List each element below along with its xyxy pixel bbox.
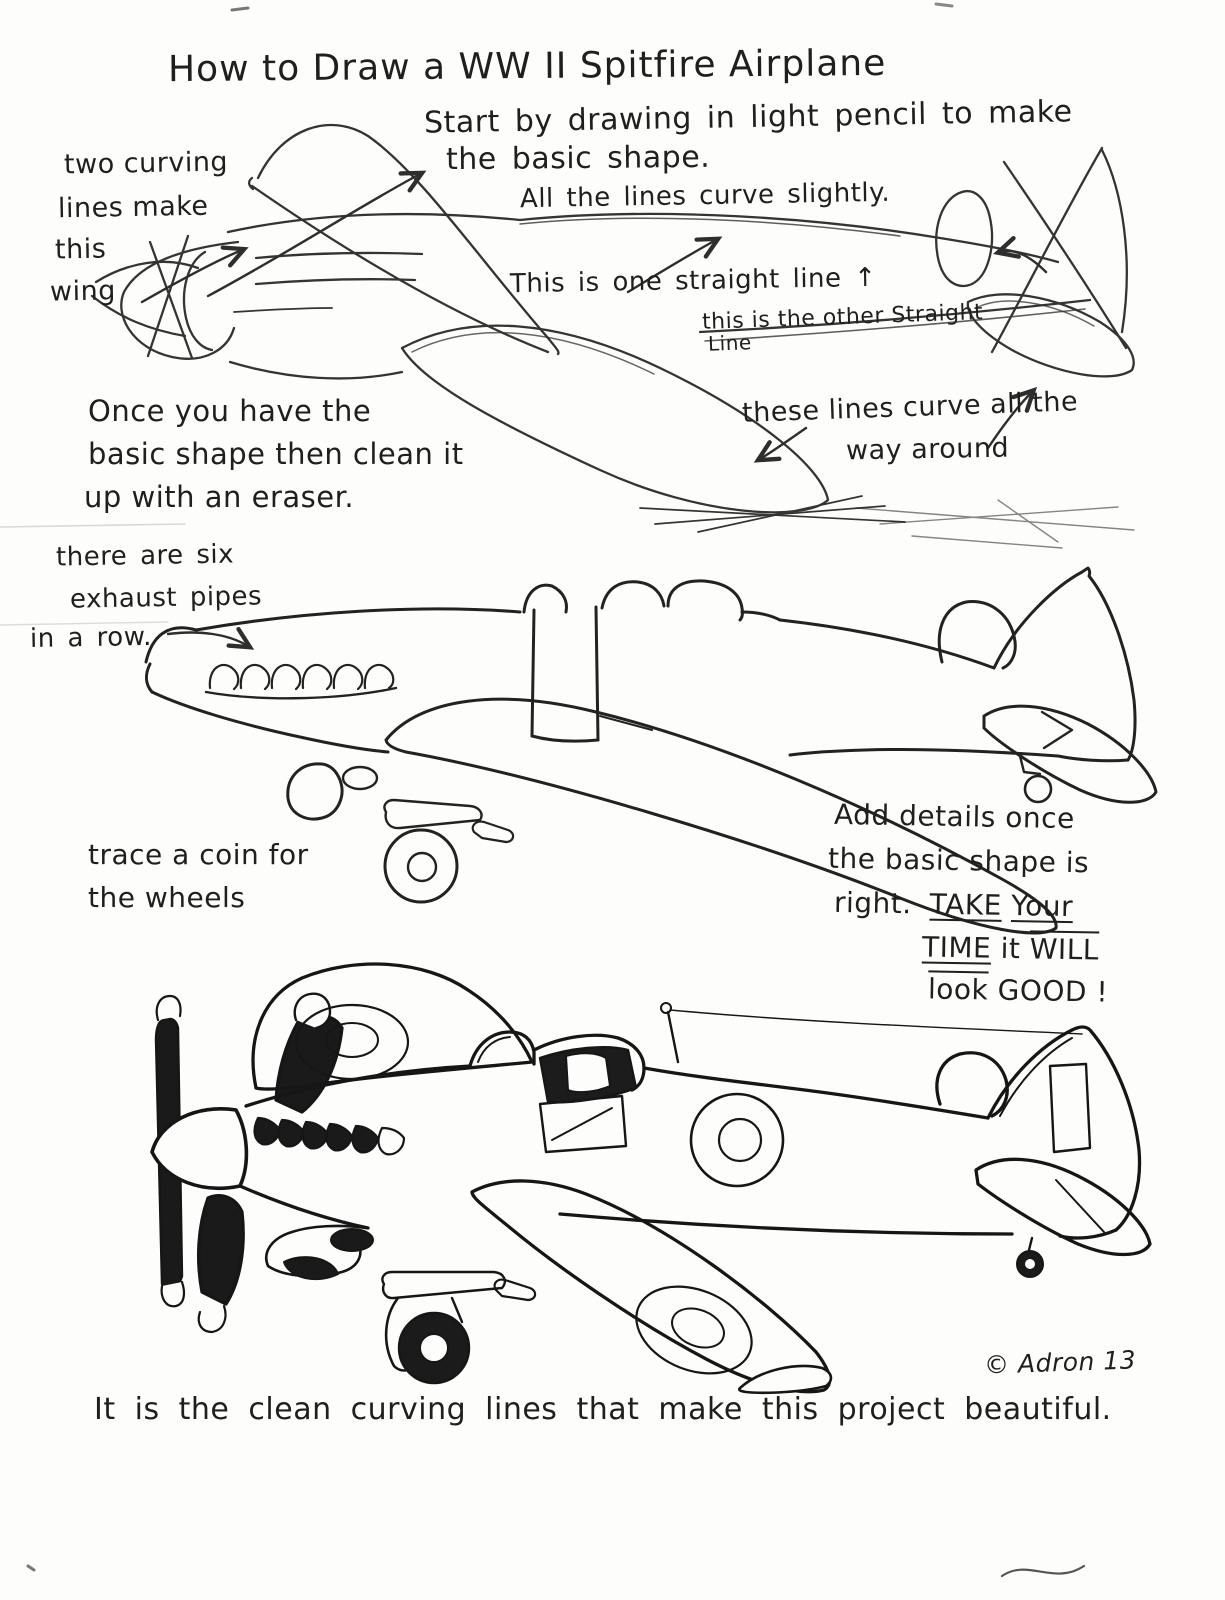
note-details-right: right. (833, 885, 912, 921)
propeller-blade (196, 1194, 245, 1306)
note-details-will: WILL (1029, 932, 1100, 967)
note-wing-line3: this (54, 233, 107, 266)
wing-roundel (635, 1285, 753, 1375)
note-straight-line1: This is one straight line ↑ (509, 262, 877, 300)
note-curve-around-line2: way around (845, 432, 1010, 467)
note-exhaust-line1: there are six (55, 539, 235, 573)
artist-signature: © Adron 13 (983, 1345, 1137, 1380)
arrow-to-wing-short (140, 245, 249, 304)
note-clean-line3: up with an eraser. (84, 480, 355, 514)
arrow-to-wing-curve (753, 426, 808, 463)
note-details-good: GOOD ! (997, 973, 1109, 1009)
note-exhaust-line3: in a row. (29, 621, 153, 655)
main-wheel (383, 828, 459, 904)
note-clean-line1: Once you have the (88, 394, 372, 428)
arrow-hook-at-fin (993, 236, 1048, 274)
note-straight-line2b: Line (707, 330, 753, 356)
note-wing-line2: lines make (57, 190, 209, 225)
note-details-line3: right. TAKE Your (834, 886, 1074, 923)
note-details-look: look (927, 972, 989, 1007)
note-exhaust-line2: exhaust pipes (69, 581, 263, 615)
note-curve-around-line1: these lines curve all the (741, 386, 1079, 429)
note-start-line1: Start by drawing in light pencil to make (423, 94, 1073, 141)
note-clean-line2: basic shape then clean it (88, 437, 464, 471)
wing-roundel (294, 1003, 410, 1081)
note-coin-line2: the wheels (88, 881, 246, 914)
note-curve-slightly: All the lines curve slightly. (519, 177, 891, 215)
note-wing-line4: wing (49, 275, 117, 308)
arrow-to-wing-long (206, 170, 427, 298)
note-details-time: TIME (921, 930, 992, 965)
fuselage-roundel (689, 1092, 785, 1188)
tail-wheel (1023, 774, 1053, 804)
scan-artifacts (0, 2, 1086, 1578)
note-start-line2: the basic shape. (445, 139, 711, 178)
spinner-cone (150, 1107, 249, 1191)
note-details-line1: Add details once (833, 797, 1076, 836)
note-wing-line1: two curving (63, 146, 229, 181)
arrow-to-exhaust-pipes (166, 626, 255, 650)
note-details-your: Your (1010, 889, 1074, 924)
antenna-wire (669, 1009, 1083, 1035)
note-details-line2: the basic shape is (827, 841, 1090, 880)
note-details-line5: look GOOD ! (928, 972, 1109, 1008)
tail-wheel (1016, 1250, 1044, 1278)
note-coin-line1: trace a coin for (88, 838, 309, 871)
note-details-line4: TIME it WILL (922, 930, 1100, 966)
closing-line: It is the clean curving lines that make … (94, 1392, 1112, 1427)
main-wheel (397, 1311, 471, 1385)
note-details-take: TAKE (929, 887, 1003, 922)
sketch-step3-detailed (150, 962, 1152, 1395)
note-details-it: it (1000, 931, 1021, 966)
antenna-mast (666, 1010, 680, 1064)
propeller-blade (274, 1014, 344, 1114)
propeller-blade (154, 1017, 184, 1290)
page-title: How to Draw a WW II Spitfire Airplane (167, 42, 887, 91)
